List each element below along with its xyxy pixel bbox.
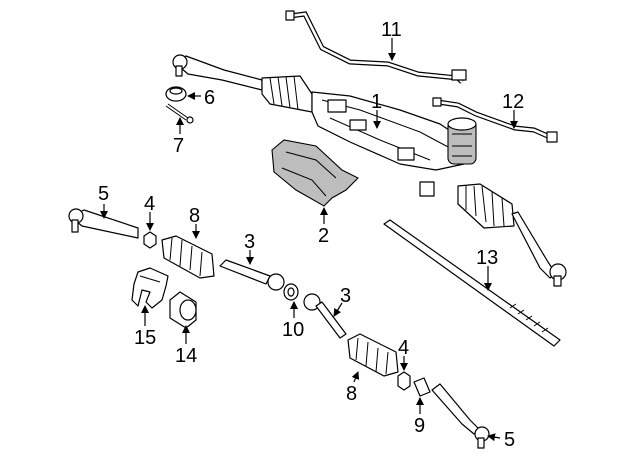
pressure-line-11	[285, 10, 467, 84]
callout-12: 12	[502, 91, 524, 113]
jam-nut-4-lower	[397, 371, 411, 391]
callout-13: 13	[476, 247, 498, 269]
callout-8-lower: 8	[346, 383, 357, 405]
callout-labels: 11 12 1 6 7 2 5 4 8 3 3 10 13 15 14 4 8 …	[98, 19, 524, 451]
rack-assembly-1	[172, 54, 567, 287]
callout-14: 14	[175, 345, 197, 367]
callout-7: 7	[173, 135, 184, 157]
leader-lines	[100, 38, 518, 442]
inner-tie-rod-3-upper	[219, 259, 285, 291]
heat-shield-2	[271, 139, 359, 207]
boot-8-lower	[347, 333, 399, 377]
return-line-12	[432, 97, 558, 143]
callout-9: 9	[414, 415, 425, 437]
inner-tie-rod-3-lower	[303, 293, 347, 339]
callout-1: 1	[371, 91, 382, 113]
callout-5-lower: 5	[504, 429, 515, 451]
callout-6: 6	[204, 87, 215, 109]
callout-10: 10	[282, 319, 304, 341]
tie-rod-end-5-lower	[431, 383, 490, 449]
ring-10	[283, 283, 299, 301]
bushing-14	[169, 291, 197, 329]
tie-rod-end-5-left	[68, 208, 139, 239]
callout-8-left: 8	[189, 205, 200, 227]
jam-nut-4-left	[143, 231, 157, 249]
callout-2: 2	[318, 225, 329, 247]
callout-11: 11	[381, 19, 402, 41]
boot-8-left	[161, 235, 215, 279]
callout-4-lower: 4	[398, 337, 409, 359]
bracket-15	[131, 267, 169, 309]
callout-15: 15	[134, 327, 156, 349]
sleeve-9	[413, 377, 431, 397]
callout-3-upper: 3	[244, 231, 255, 253]
callout-4-left: 4	[144, 193, 155, 215]
callout-5-left: 5	[98, 183, 109, 205]
grommet-6	[165, 86, 187, 102]
rack-bar-13	[383, 219, 561, 347]
callout-3-lower: 3	[340, 285, 351, 307]
